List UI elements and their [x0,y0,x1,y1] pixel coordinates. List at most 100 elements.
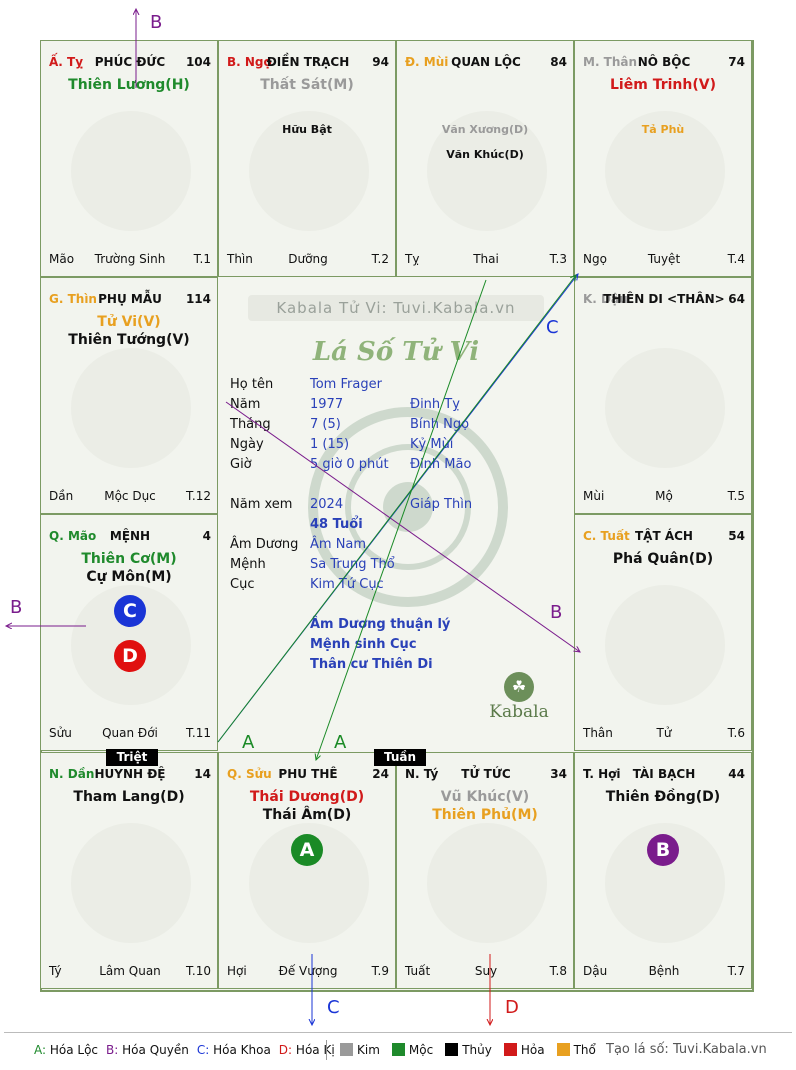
info-extra: Đinh Mão [410,457,472,472]
branch-label: G. Thìn [49,292,97,306]
zodiac-animal-watermark [249,111,369,231]
cell-footer-left: Thân [583,726,613,740]
branch-label: Đ. Mùi [405,55,449,69]
info-label: Tháng [230,417,271,432]
legend-key: A: [34,1043,47,1057]
info-value: 7 (5) [310,417,341,432]
house-number: 24 [372,767,389,781]
hoa-ki-badge: D [114,640,146,672]
major-star: Thái Âm(D) [262,807,352,823]
arrow-label-a1: A [242,732,255,753]
tree-icon: ☘ [504,672,534,702]
house-number: 64 [728,292,745,306]
cell-footer-right: T.1 [193,252,211,266]
info-value: Âm Nam [310,537,367,552]
info-label: Cục [230,577,255,592]
cell-footer-left: Mùi [583,489,605,503]
minor-star: Văn Xương(D) [441,123,529,136]
cell-footer-left: Ngọ [583,252,607,266]
info-value: 2024 [310,497,344,512]
info-label: Âm Dương [230,537,299,552]
major-star: Liêm Trinh(V) [610,77,716,93]
element-color-swatch [503,1043,517,1056]
cell-footer-center: Mộc Dục [104,489,156,503]
house-number: 44 [728,767,745,781]
element-label: Hỏa [520,1043,545,1057]
cell-footer-left: Tỵ [405,252,420,266]
house-name: HUYNH ĐỆ [94,767,166,781]
zodiac-animal-watermark [71,823,191,943]
chart-note: Âm Dương thuận lý [310,617,451,632]
legend-separator [326,1040,327,1060]
major-star: Thiên Lương(H) [68,77,190,93]
cell-footer-center: Bệnh [648,964,680,978]
arrow-label-b-mid: B [550,602,563,623]
cell-footer-right: T.9 [371,964,389,978]
element-color-swatch [340,1043,353,1056]
major-star: Tham Lang(D) [73,789,185,805]
house-number: 14 [194,767,211,781]
house-number: 84 [550,55,567,69]
major-star: Thất Sát(M) [260,77,354,93]
cell-footer-center: Lâm Quan [99,964,161,978]
arrow-label-b-top: B [150,12,163,33]
cell-footer-center: Tuyệt [647,252,681,266]
cell-footer-center: Trường Sinh [94,252,166,266]
info-extra: Bính Ngọ [410,417,470,432]
info-value: Sa Trung Thổ [310,557,395,572]
house-name: TÀI BẠCH [632,767,696,781]
minor-star: Văn Khúc(D) [446,148,524,161]
major-star: Cự Môn(M) [86,569,172,585]
element-color-swatch [556,1043,570,1056]
cell-footer-right: T.4 [727,252,745,266]
major-star: Thiên Đồng(D) [605,789,721,805]
arrow-label-d-bottom: D [505,997,519,1018]
hoa-khoa-badge: C [114,595,146,627]
house-name: PHỤ MẪU [98,292,162,306]
info-label: Họ tên [230,377,274,392]
cell-footer-right: T.2 [371,252,389,266]
house-name: ĐIỀN TRẠCH [266,55,350,69]
legend-text: Hóa Quyền [122,1043,189,1057]
legend-key: D: [278,1043,293,1057]
cell-footer-center: Suy [474,964,498,978]
info-value: Tom Frager [310,377,382,392]
kabala-logo: ☘ Kabala [484,672,554,734]
cell-footer-right: T.5 [727,489,745,503]
zodiac-animal-watermark [71,111,191,231]
cell-footer-center: Tử [656,726,672,740]
house-name: NÔ BỘC [637,55,691,69]
cell-footer-right: T.3 [549,252,567,266]
branch-label: C. Tuất [583,529,630,543]
info-extra: Giáp Thìn [410,497,473,512]
branch-label: N. Tý [405,767,439,781]
branch-label: M. Thân [583,55,638,69]
branch-label: K. Dậu [583,292,628,306]
element-label: Mộc [408,1043,434,1057]
cell-footer-right: T.10 [186,964,211,978]
zodiac-animal-watermark [71,348,191,468]
arrow-label-c-bottom: C [327,997,340,1018]
major-star: Tử Vi(V) [97,314,161,330]
chart-title: Lá Số Tử Vi [312,337,480,367]
cell-footer-left: Dậu [583,964,608,978]
cell-footer-center: Dưỡng [288,252,328,266]
info-label: Năm [230,397,261,412]
minor-star: Hữu Bật [282,123,332,136]
cell-footer-left: Dần [49,489,74,503]
info-label: Mệnh [230,557,266,572]
minor-star: Tả Phù [641,123,685,136]
chart-note: Mệnh sinh Cục [310,637,417,652]
info-label: Năm xem [230,497,293,512]
zodiac-animal-watermark [605,585,725,705]
info-value: 48 Tuổi [310,517,363,532]
zodiac-animal-watermark [427,823,547,943]
info-label: Ngày [230,437,264,452]
cell-footer-right: T.12 [186,489,211,503]
